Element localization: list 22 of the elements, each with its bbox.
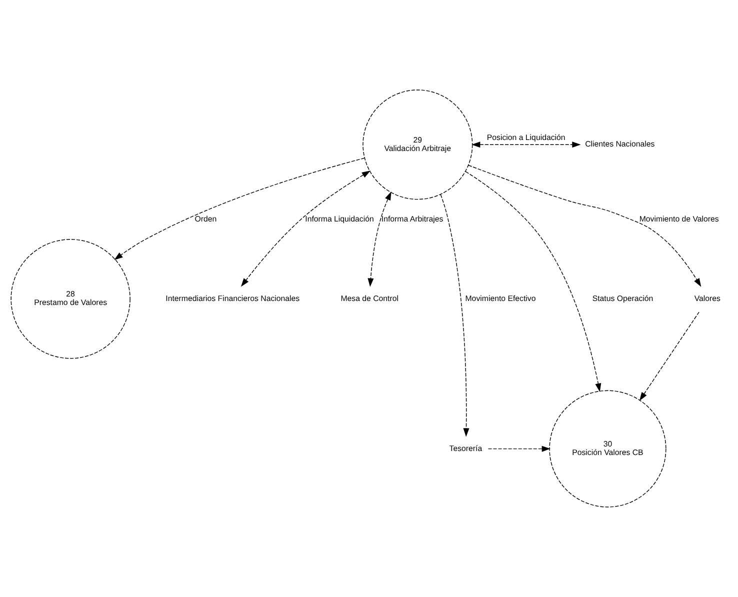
arrow bbox=[440, 194, 470, 437]
edge-label: Movimiento de Valores bbox=[639, 214, 719, 224]
arrow bbox=[465, 171, 602, 392]
node-text: Mesa de Control bbox=[340, 294, 399, 303]
node-text: Tesorería bbox=[449, 444, 482, 453]
node-text: Valores bbox=[694, 294, 720, 303]
edge-label: Posicion a Liquidación bbox=[486, 133, 566, 142]
arrow bbox=[468, 164, 702, 287]
edge-label: Informa Arbitrajes bbox=[381, 214, 444, 224]
arrow bbox=[639, 312, 700, 401]
edge-label: Orden bbox=[194, 214, 217, 224]
arrow bbox=[488, 446, 550, 452]
arrow bbox=[472, 142, 581, 148]
arrow bbox=[240, 170, 371, 287]
edge-label: Informa Liquidación bbox=[305, 214, 374, 224]
edge-label: Movimiento Efectivo bbox=[465, 294, 536, 303]
edge-label: Status Operación bbox=[592, 294, 654, 303]
node-circle: 28 Prestamo de Valores bbox=[10, 239, 130, 359]
arrow bbox=[114, 158, 365, 260]
node-text: Intermediarios Financieros Nacionales bbox=[166, 294, 300, 303]
node-text: Clientes Nacionales bbox=[585, 140, 655, 149]
arrow bbox=[368, 192, 392, 287]
